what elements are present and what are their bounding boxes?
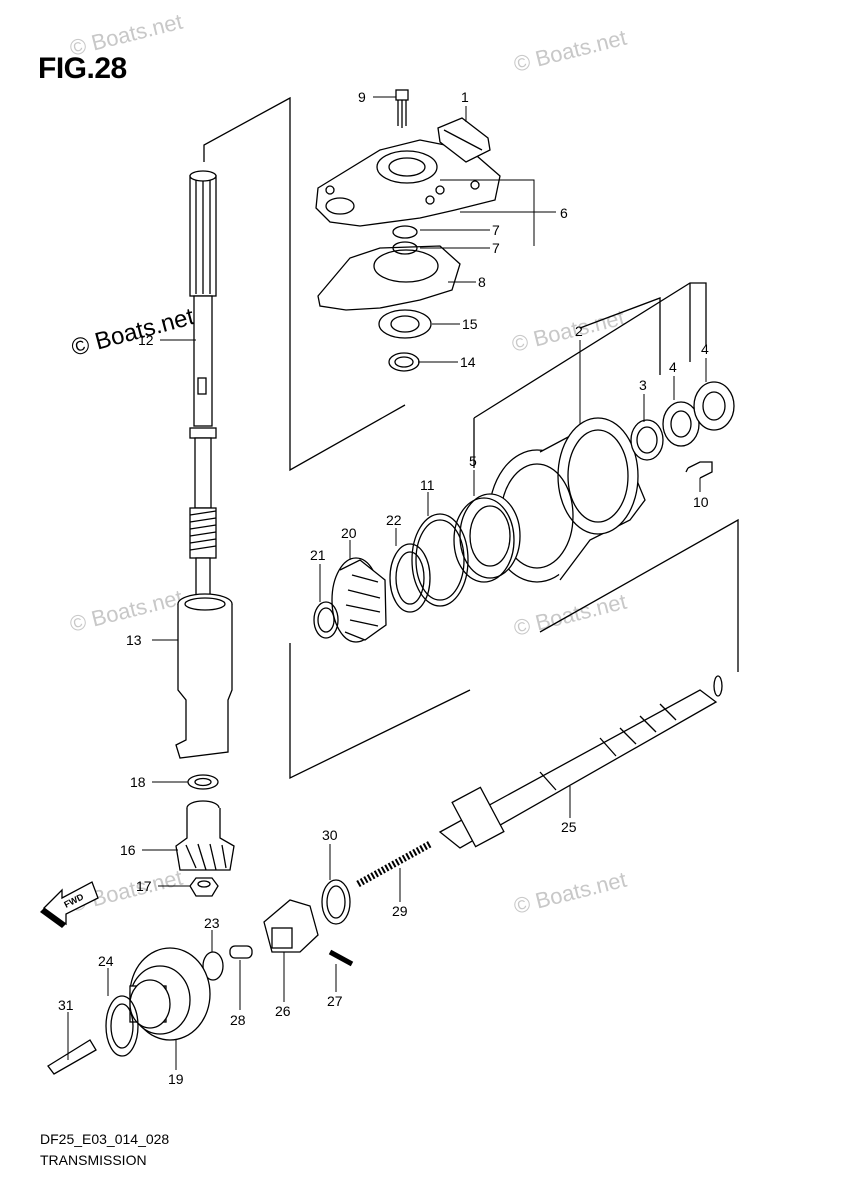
forward-arrow-icon: FWD [40, 881, 99, 928]
callout-21: 21 [310, 547, 326, 563]
figure-code: DF25_E03_014_028 [40, 1131, 170, 1147]
washer-part-23 [202, 951, 224, 981]
callout-4a: 4 [669, 359, 677, 375]
callout-12: 12 [138, 332, 154, 348]
bracket-line [289, 643, 471, 780]
callout-2: 2 [575, 323, 583, 339]
watermark: © Boats.net [509, 305, 627, 357]
leader-lines [67, 96, 707, 1070]
bracket-line [539, 518, 739, 672]
callout-11: 11 [420, 477, 435, 493]
o-ring-part-7 [392, 225, 418, 239]
washer-part-18 [187, 774, 219, 790]
bracket-line [579, 297, 661, 375]
callout-1: 1 [461, 89, 469, 105]
nut-part-17 [189, 877, 219, 897]
callout-22: 22 [386, 512, 402, 528]
seal-part-4 [693, 381, 735, 431]
callout-13: 13 [126, 632, 142, 648]
ring-part-30 [321, 879, 351, 925]
callout-7b: 7 [492, 240, 500, 256]
watermark-dark: © Boats.net [69, 303, 198, 362]
callout-19: 19 [168, 1071, 184, 1087]
bearing-housing-part-2 [488, 417, 646, 583]
shim-part-21 [313, 601, 339, 639]
callout-labels: 1 2 3 4 4 5 6 7 7 8 9 10 11 12 13 14 15 … [58, 89, 709, 1087]
bracket-line [473, 282, 707, 419]
figure-name: TRANSMISSION [40, 1152, 147, 1168]
callout-9: 9 [358, 89, 366, 105]
shim-part-11 [411, 513, 469, 607]
watermark: © Boats.net [67, 585, 185, 637]
callout-16: 16 [120, 842, 136, 858]
pin-part-31 [47, 1039, 97, 1075]
bushing-part-13 [175, 593, 233, 759]
seal-part-14 [388, 352, 420, 372]
callout-26: 26 [275, 1003, 291, 1019]
part-drawings [47, 89, 739, 1075]
callout-18: 18 [130, 774, 146, 790]
watermark: © Boats.net [511, 25, 629, 77]
gear-part-19 [129, 947, 211, 1041]
callout-10: 10 [693, 494, 709, 510]
spring-part-29 [356, 840, 432, 888]
callout-25: 25 [561, 819, 577, 835]
bearing-part-5 [453, 493, 521, 583]
callout-3: 3 [639, 377, 647, 393]
callout-15: 15 [462, 316, 478, 332]
shim-part-24 [105, 995, 139, 1057]
pin-part-27 [328, 949, 354, 967]
callout-23: 23 [204, 915, 220, 931]
shim-part-22 [389, 543, 431, 613]
callout-20: 20 [341, 525, 357, 541]
callout-7a: 7 [492, 222, 500, 238]
callout-17: 17 [136, 878, 152, 894]
watermark: © Boats.net [511, 867, 629, 919]
callout-31: 31 [58, 997, 74, 1013]
figure-title: FIG.28 [38, 52, 127, 85]
callout-30: 30 [322, 827, 338, 843]
callout-5: 5 [469, 453, 477, 469]
bearing-part-15 [378, 309, 432, 339]
bolt-part-10 [685, 461, 713, 479]
seal-part-4 [662, 401, 700, 447]
callout-8: 8 [478, 274, 486, 290]
callout-6: 6 [560, 205, 568, 221]
shifter-part-28 [229, 945, 253, 959]
pinion-part-16 [175, 800, 235, 871]
callout-27: 27 [327, 993, 343, 1009]
callout-28: 28 [230, 1012, 246, 1028]
callout-4b: 4 [701, 341, 709, 357]
callout-24: 24 [98, 953, 114, 969]
gasket-part-8 [317, 245, 461, 311]
callout-14: 14 [460, 354, 476, 370]
needle-bearing-part-3 [630, 419, 664, 461]
callout-29: 29 [392, 903, 408, 919]
pump-case-part-6 [315, 139, 501, 227]
bracket-line [203, 96, 406, 472]
drive-shaft-part-12 [189, 170, 217, 611]
propeller-shaft-part-25 [438, 675, 723, 849]
bolt-part-9 [395, 89, 409, 128]
watermark: © Boats.net [67, 9, 185, 61]
clutch-part-26 [263, 899, 319, 953]
gear-part-20 [331, 557, 387, 643]
